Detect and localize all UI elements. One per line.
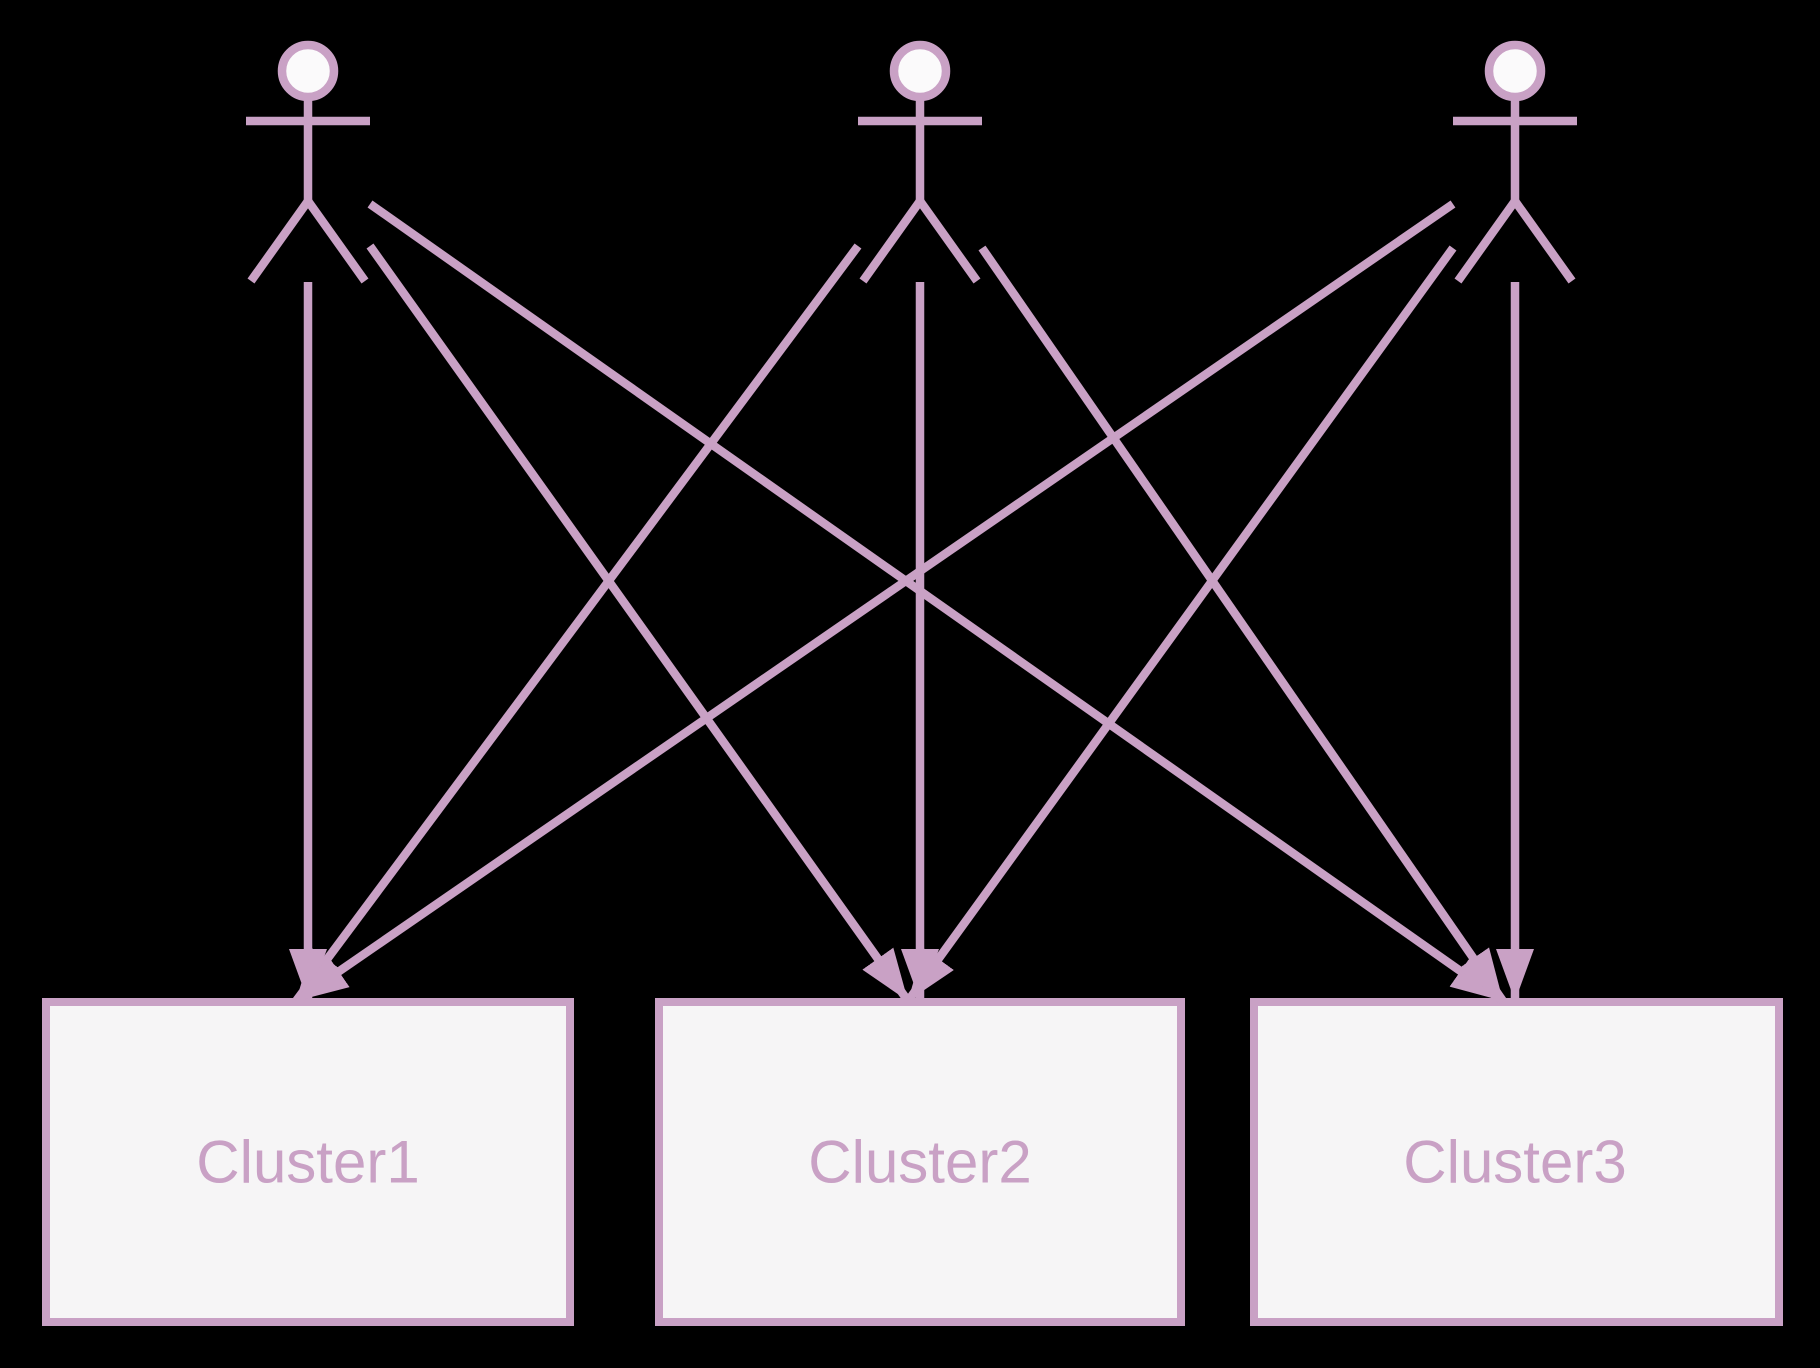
actor-3-right-leg (1511, 198, 1576, 284)
actor-3-icon (1453, 40, 1577, 284)
cluster-1-node: Cluster1 (42, 998, 574, 1326)
actor-1-right-leg (304, 198, 369, 284)
actor-3-left-leg (1454, 198, 1519, 284)
actor-1-left-leg (247, 198, 312, 284)
edge-actor2-to-cluster1 (292, 243, 862, 1004)
actor-1-head (277, 40, 339, 102)
actor-3-head (1484, 40, 1546, 102)
cluster-1-box (42, 998, 574, 1326)
actor-2-head (889, 40, 951, 102)
cluster-2-box (655, 998, 1185, 1326)
actor-2-left-leg (859, 198, 924, 284)
edge-actor3-to-cluster1 (293, 200, 1456, 1005)
edge-actor1-to-cluster3 (367, 200, 1506, 1005)
cluster-3-node: Cluster3 (1250, 998, 1783, 1326)
actor-2-icon (858, 40, 982, 284)
edge-actor2-to-cluster3 (978, 245, 1507, 1004)
cluster-3-box (1250, 998, 1783, 1326)
cluster-3-label: Cluster3 (1403, 1129, 1626, 1196)
cluster-2-node: Cluster2 (655, 998, 1185, 1326)
edge-actor1-to-cluster2 (366, 243, 912, 1004)
actor-1-icon (246, 40, 370, 284)
actor-2-right-leg (916, 198, 981, 284)
cluster-2-label: Cluster2 (808, 1129, 1031, 1196)
edges-layer (289, 200, 1534, 1005)
cluster-1-label: Cluster1 (196, 1129, 419, 1196)
edge-actor3-to-cluster2 (904, 245, 1457, 1004)
